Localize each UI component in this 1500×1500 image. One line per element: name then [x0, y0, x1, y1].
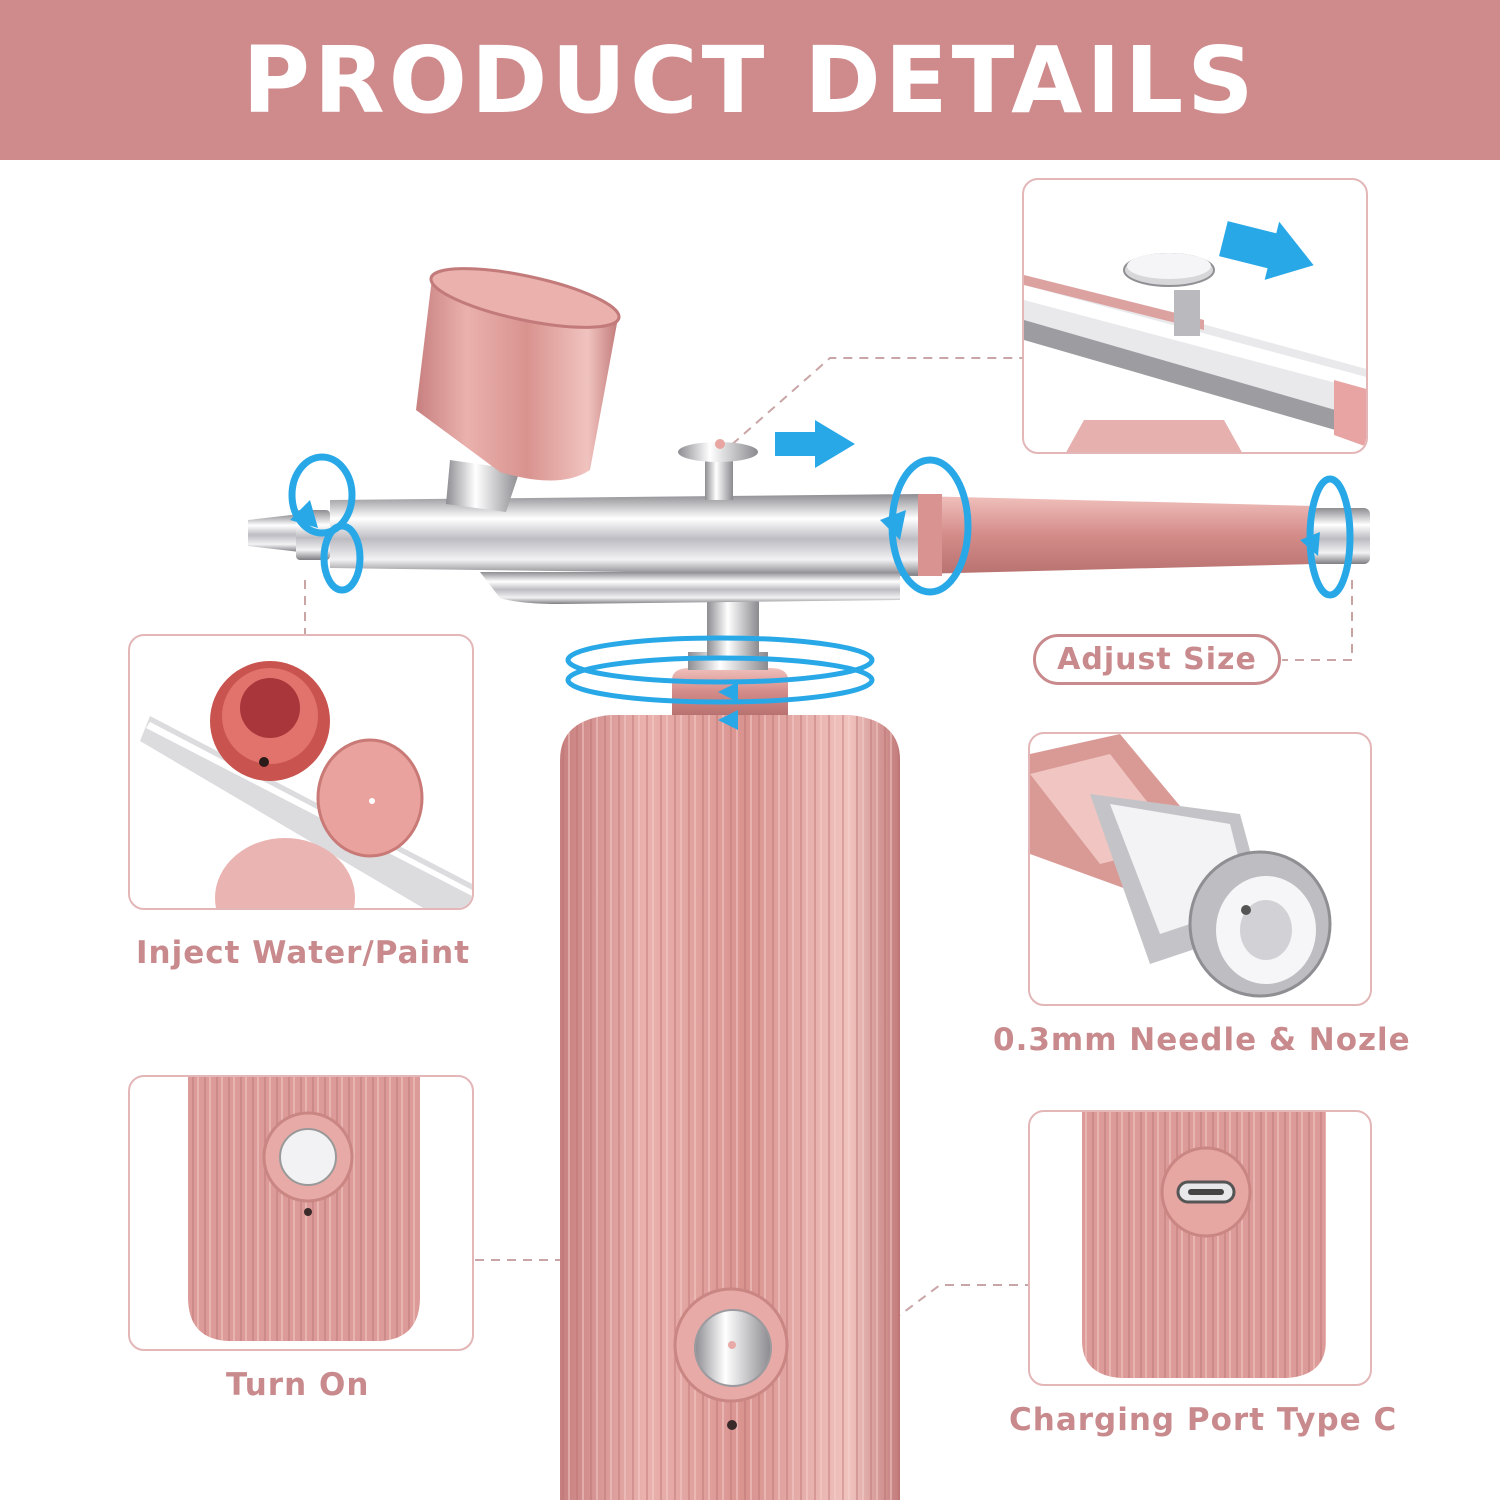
inject-caption: Inject Water/Paint — [136, 935, 471, 971]
power-button-icon — [262, 1111, 354, 1216]
panel-inject-paint — [128, 634, 474, 910]
rotate-arrow-icon — [288, 453, 1354, 705]
adjust-size-label: Adjust Size — [1033, 634, 1281, 685]
panel-turn-on — [128, 1075, 474, 1351]
turn-on-caption: Turn On — [226, 1367, 370, 1403]
rotate-arrowheads — [290, 500, 1320, 730]
power-button-icon — [673, 1287, 789, 1430]
panel-trigger-detail — [1022, 178, 1368, 454]
usb-c-port-icon — [1160, 1146, 1252, 1238]
header-banner: PRODUCT DETAILS — [0, 0, 1500, 160]
panel-needle-nozzle — [1028, 732, 1372, 1006]
charging-caption: Charging Port Type C — [1009, 1402, 1398, 1438]
panel-charging-port — [1028, 1110, 1372, 1386]
airbrush-gun — [248, 267, 1370, 604]
right-arrow-icon — [1219, 221, 1314, 280]
right-arrow-icon — [775, 420, 855, 468]
page-title: PRODUCT DETAILS — [242, 26, 1258, 134]
needle-caption: 0.3mm Needle & Nozle — [993, 1022, 1411, 1058]
